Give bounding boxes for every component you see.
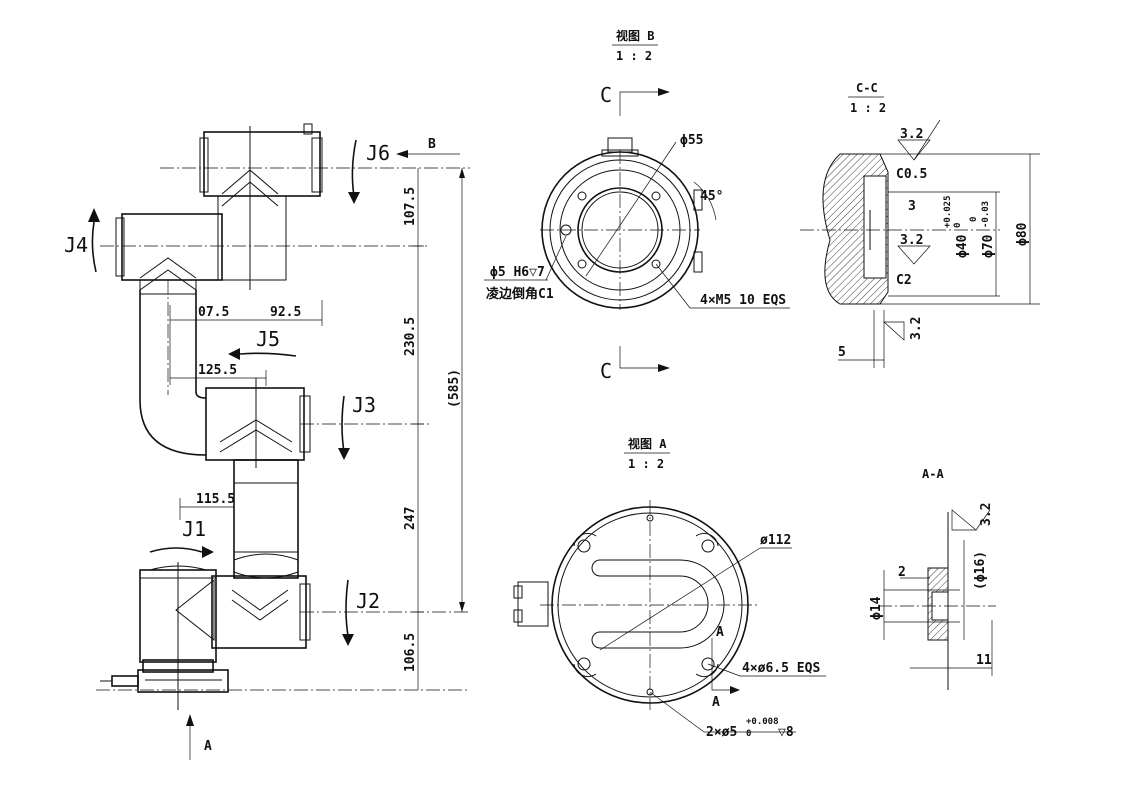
rough-3-2-b: 3.2 bbox=[900, 233, 923, 248]
dim-107-5: 107.5 bbox=[403, 187, 418, 226]
dim-angle-45: 45° bbox=[700, 189, 723, 204]
label-j5: J5 bbox=[256, 327, 280, 351]
dim-230-5: 230.5 bbox=[403, 317, 418, 356]
elbow-tube bbox=[139, 279, 207, 456]
label-j6: J6 bbox=[366, 141, 390, 165]
j2-housing bbox=[211, 575, 311, 649]
dim-5: 5 bbox=[838, 345, 846, 360]
dim-phi70-tol-low: -0.03 bbox=[981, 201, 991, 228]
view-a-scale: 1 : 2 bbox=[628, 457, 664, 471]
rough-3-2-c: 3.2 bbox=[909, 317, 924, 340]
dim-phi40: ϕ40 bbox=[955, 234, 970, 258]
label-j3: J3 bbox=[352, 393, 376, 417]
note-hole: ϕ5 H6▽7 bbox=[490, 265, 545, 280]
lower-link bbox=[233, 459, 299, 579]
note-pin-depth: ▽8 bbox=[778, 725, 794, 740]
view-b-title: 视图 B bbox=[616, 28, 654, 43]
cut-c-bottom: C bbox=[600, 359, 612, 383]
dim-07-5: 07.5 bbox=[198, 305, 229, 320]
dim-106-5: 106.5 bbox=[403, 633, 418, 672]
label-b-arrow: B bbox=[428, 137, 436, 152]
aa-phi14: ϕ14 bbox=[869, 596, 884, 620]
dim-phi40-tol-low: 0 bbox=[953, 223, 963, 228]
dim-d112: ø112 bbox=[760, 533, 791, 548]
dim-3: 3 bbox=[908, 199, 916, 214]
section-c-c: C-C 1 : 2 3.2 C0.5 3 3.2 C2 5 3.2 ϕ40 +0… bbox=[800, 81, 1040, 368]
dim-247: 247 bbox=[403, 507, 418, 530]
cut-a-top: A bbox=[716, 625, 724, 640]
view-a-title: 视图 A bbox=[628, 436, 667, 451]
view-b-scale: 1 : 2 bbox=[616, 49, 652, 63]
label-j4: J4 bbox=[64, 233, 88, 257]
dim-585: (585) bbox=[447, 369, 462, 408]
rough-3-2-a: 3.2 bbox=[900, 127, 923, 142]
j4-housing bbox=[115, 195, 287, 291]
note-holes: 4×ø6.5 EQS bbox=[742, 661, 820, 676]
note-pin: 2×ø5 bbox=[706, 725, 737, 740]
dim-phi40-tol-up: +0.025 bbox=[943, 195, 953, 228]
robot-side-view: J6 J4 J5 J3 J1 J2 B A 107.5 230.5 247 10… bbox=[64, 123, 470, 760]
section-cc-scale: 1 : 2 bbox=[850, 101, 886, 115]
section-cc-title: C-C bbox=[856, 81, 878, 95]
aa-phi16: (ϕ16) bbox=[973, 551, 988, 590]
label-j2: J2 bbox=[356, 589, 380, 613]
dim-92-5: 92.5 bbox=[270, 305, 301, 320]
section-aa-title: A-A bbox=[922, 467, 944, 481]
joint-arrows bbox=[88, 139, 360, 646]
aa-rough: 3.2 bbox=[979, 503, 994, 526]
base bbox=[100, 659, 229, 693]
cut-a-bottom: A bbox=[712, 695, 720, 710]
view-b: 视图 B 1 : 2 C C ϕ55 45° ϕ5 H6▽7 凌边倒 bbox=[484, 28, 790, 383]
dim-phi70-tol-up: 0 bbox=[969, 217, 979, 222]
j3-housing bbox=[205, 378, 311, 468]
section-a-a: A-A 3.2 (ϕ16) 2 ϕ14 11 bbox=[869, 467, 996, 690]
dim-phi70: ϕ70 bbox=[981, 234, 996, 258]
dim-115-5: 115.5 bbox=[196, 492, 235, 507]
aa-d2: 2 bbox=[898, 565, 906, 580]
dim-c0-5: C0.5 bbox=[896, 167, 927, 182]
aa-d11: 11 bbox=[976, 653, 992, 668]
cut-c-top: C bbox=[600, 83, 612, 107]
note-pin-tol-low: 0 bbox=[746, 729, 751, 739]
note-thread: 4×M5 10 EQS bbox=[700, 293, 786, 308]
note-pin-tol-up: +0.008 bbox=[746, 717, 779, 727]
dim-125-5: 125.5 bbox=[198, 363, 237, 378]
note-chamfer: 凌边倒角C1 bbox=[486, 286, 554, 302]
j6-head bbox=[199, 123, 323, 290]
dim-c2: C2 bbox=[896, 273, 912, 288]
view-a: 视图 A 1 : 2 ø112 4×ø6.5 EQS 2×ø5 bbox=[513, 436, 826, 740]
label-a-arrow: A bbox=[204, 739, 212, 754]
dim-phi55: ϕ55 bbox=[680, 133, 703, 148]
dim-phi80: ϕ80 bbox=[1015, 222, 1030, 246]
label-j1: J1 bbox=[182, 517, 206, 541]
j1-body bbox=[139, 562, 217, 710]
